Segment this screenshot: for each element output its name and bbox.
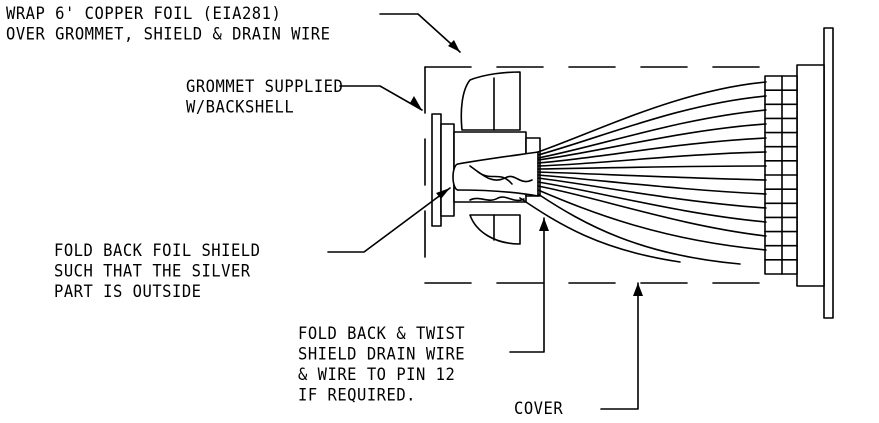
drain-wire-note: FOLD BACK & TWIST SHIELD DRAIN WIRE & WI… — [298, 324, 466, 405]
connector-pin-block — [764, 75, 798, 275]
grommet-note: GROMMET SUPPLIED W/BACKSHELL — [186, 77, 344, 117]
foil-wrapped-cable — [452, 151, 539, 202]
leader-lines — [327, 13, 639, 410]
wrap-foil-note: WRAP 6' COPPER FOIL (EIA281) OVER GROMME… — [6, 4, 331, 44]
cover-outline — [424, 66, 786, 284]
cover-note: COVER — [514, 399, 564, 419]
fold-foil-note: FOLD BACK FOIL SHIELD SUCH THAT THE SILV… — [54, 241, 261, 302]
grommet — [460, 71, 521, 245]
wire-bundle — [519, 81, 767, 265]
connector-flange — [796, 27, 834, 319]
arrowheads — [410, 40, 643, 296]
